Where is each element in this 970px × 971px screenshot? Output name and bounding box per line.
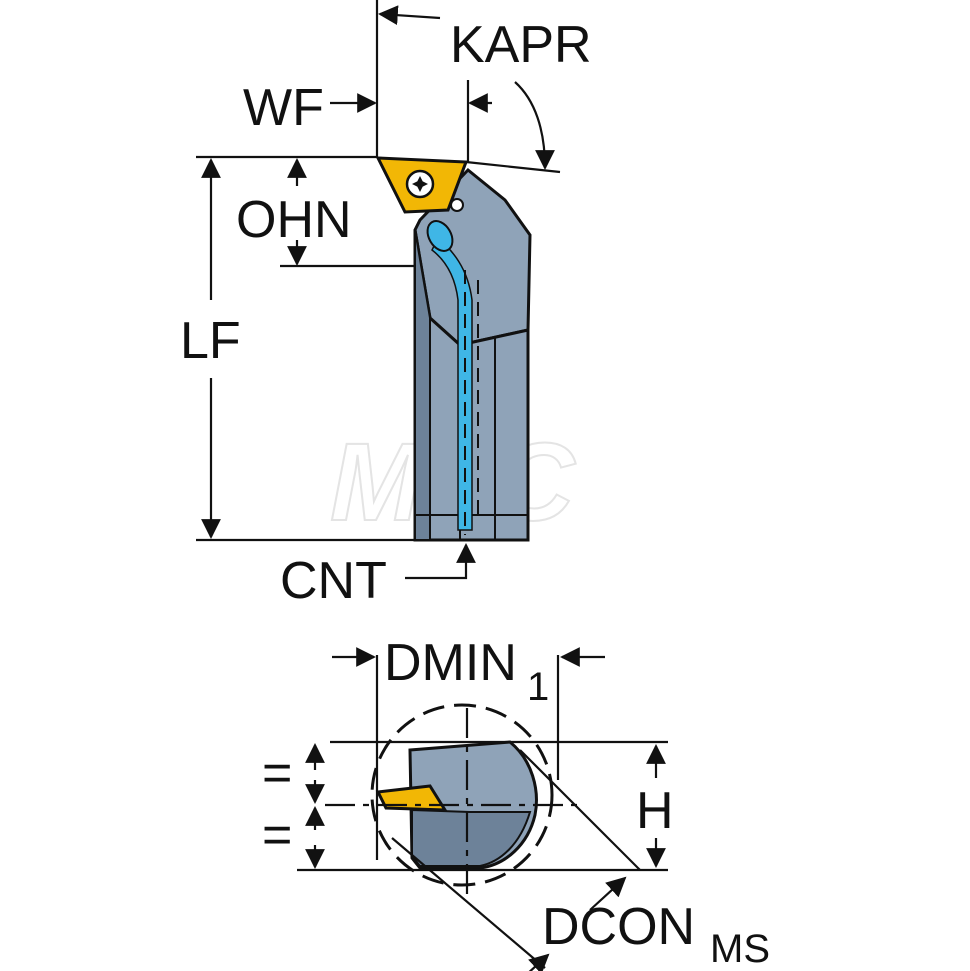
lf-label: LF — [180, 312, 241, 370]
shank-section-dark — [411, 808, 532, 867]
kapr-label: KAPR — [450, 16, 592, 74]
bore-circle — [370, 703, 554, 887]
cnt-leader — [405, 543, 476, 580]
side-view: KAPR WF OHN LF CNT — [180, 0, 592, 610]
dmin-label: DMIN — [384, 634, 517, 692]
end-view: DMIN 1 H = = DCON MS — [262, 634, 770, 971]
dcon-subscript: MS — [710, 927, 770, 971]
dcon-arrow-upper — [589, 876, 627, 911]
dcon-extension-upper — [519, 749, 641, 871]
torx-icon — [412, 176, 428, 192]
cnt-label: CNT — [280, 552, 387, 610]
clamp-pin-icon — [450, 198, 464, 212]
ohn-label: OHN — [236, 191, 352, 249]
dcon-extension-lower — [391, 837, 546, 969]
h-label: H — [636, 782, 674, 840]
coolant-channel — [431, 236, 473, 531]
dcon-label: DCON — [542, 898, 695, 956]
dcon-arrow-lower — [528, 953, 550, 971]
kapr-arc — [514, 81, 555, 170]
wf-label: WF — [243, 79, 324, 137]
dmin-subscript: 1 — [527, 665, 549, 709]
kapr-reference-line — [465, 160, 561, 174]
coolant-outlet — [426, 220, 454, 252]
kapr-arrow-horizontal — [378, 5, 441, 26]
equal-bottom-label: = — [262, 806, 292, 864]
equal-top-label: = — [262, 744, 292, 802]
